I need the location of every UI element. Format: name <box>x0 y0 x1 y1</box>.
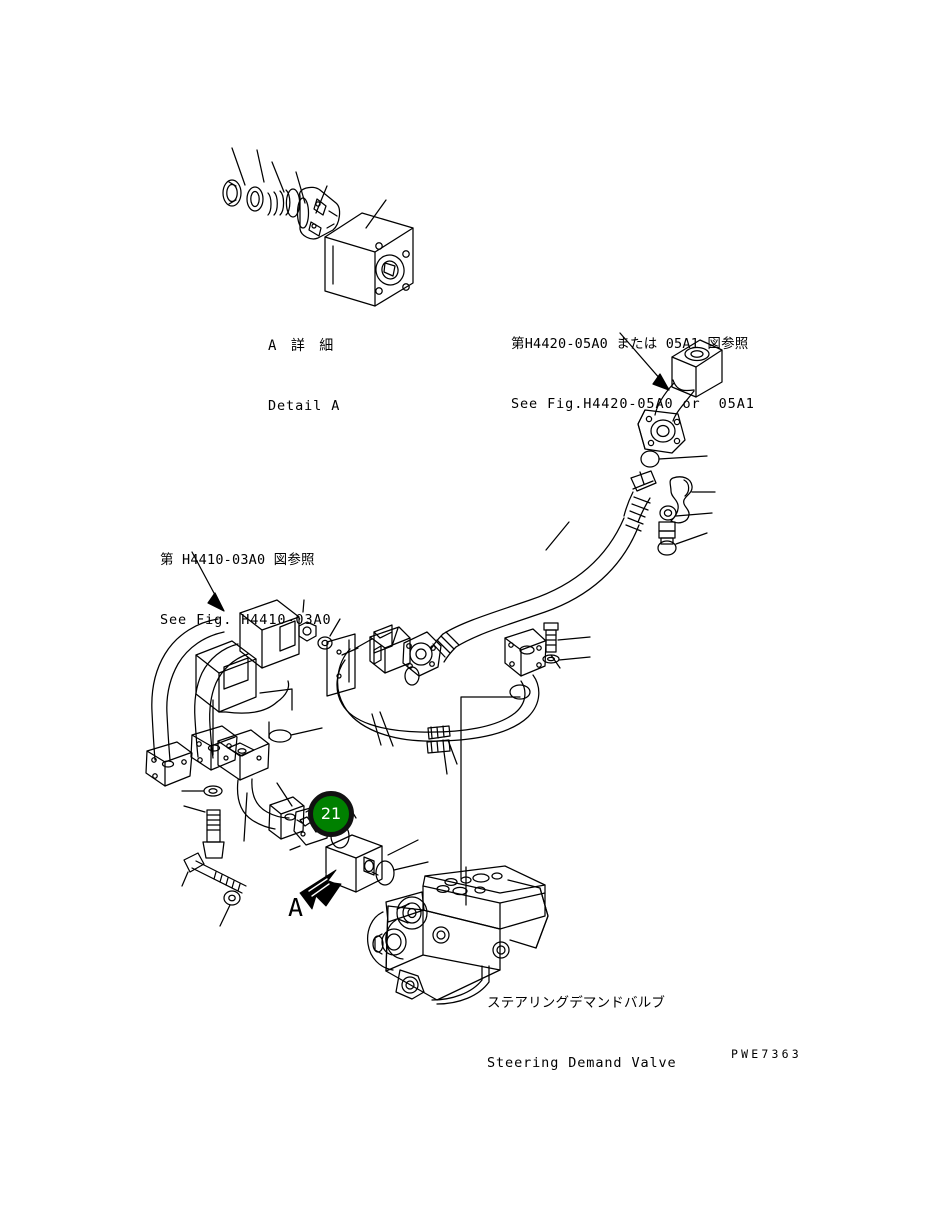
left-twin-hose-assembly <box>145 599 323 787</box>
misc-leader-lines <box>344 711 458 819</box>
see-fig-h4410-note: 第 H4410-03A0 図参照 See Fig. H4410-03A0 <box>160 510 332 672</box>
steering-demand-valve <box>366 865 549 1005</box>
h4410-leader <box>191 551 225 612</box>
steering-demand-valve-jp: ステアリングデマンドバルブ <box>487 995 666 1012</box>
main-hose-upper <box>391 470 657 677</box>
valve-vertical-leader <box>460 684 531 906</box>
drawing-code: PWE7363 <box>731 1047 802 1061</box>
see-fig-h4410-en: See Fig. H4410-03A0 <box>160 612 332 629</box>
steering-demand-valve-en: Steering Demand Valve <box>487 1055 677 1072</box>
steering-demand-valve-label: ステアリングデマンドバルブ Steering Demand Valve <box>487 953 677 1115</box>
detail-a-label: A 詳 細 Detail A <box>268 295 340 458</box>
right-hardware-group <box>640 450 716 556</box>
gasket-and-valve-block <box>276 782 429 893</box>
lower-left-hardware <box>181 785 247 927</box>
detail-a-label-en: Detail A <box>268 397 341 414</box>
see-fig-h4420-en: See Fig.H4420-05A0 or 05A1 <box>511 396 755 413</box>
callout-marker-21-number: 21 <box>320 804 342 823</box>
oring-mid-left <box>404 666 420 686</box>
section-arrow-letter: A <box>288 893 304 922</box>
see-fig-h4420-note: 第H4420-05A0 または 05A1 図参照 See Fig.H4420-0… <box>511 294 755 456</box>
lower-loop-hose <box>336 648 540 775</box>
right-flange-fitting <box>504 622 591 677</box>
center-down-hose <box>217 729 333 842</box>
see-fig-h4410-jp: 第 H4410-03A0 図参照 <box>160 552 315 569</box>
detail-a-assembly <box>222 147 414 307</box>
upper-elbow-assembly <box>619 332 723 454</box>
section-arrow-a <box>299 869 342 910</box>
see-fig-h4420-jp: 第H4420-05A0 または 05A1 図参照 <box>511 336 749 353</box>
callout-marker-21[interactable]: 21 <box>308 791 354 837</box>
bracket-plate-group <box>298 599 393 697</box>
detail-a-label-jp: A 詳 細 <box>268 338 337 355</box>
